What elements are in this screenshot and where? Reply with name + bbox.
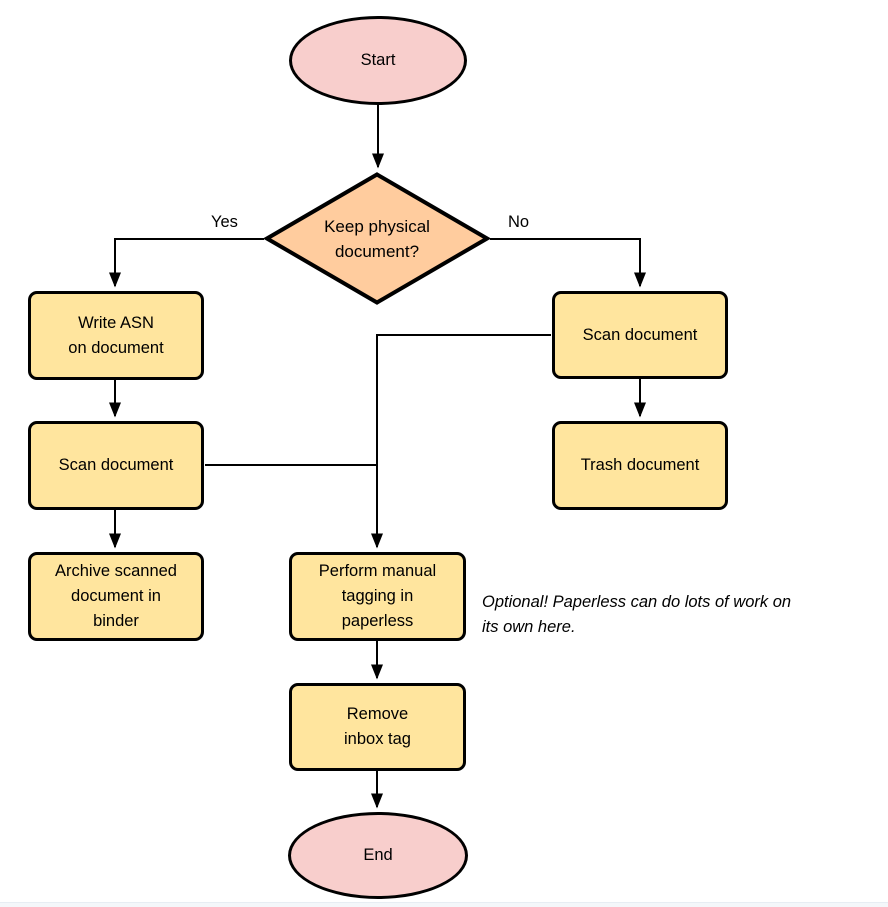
node-archive-scanned-document: Archive scanned document in binder [28,552,204,641]
decision-label: Keep physical document? [324,216,430,261]
node-trash-document: Trash document [552,421,728,510]
node-remove-inbox-tag: Remove inbox tag [289,683,466,771]
edge-decision-no-to-scan-right [490,238,646,288]
node-scan-document-left: Scan document [28,421,204,510]
bottom-strip [0,902,888,907]
decision-diamond-shape [264,172,490,305]
node-perform-manual-tagging: Perform manual tagging in paperless [289,552,466,641]
node-decision-keep-physical-document: Keep physical document? [264,172,490,305]
node-start: Start [289,16,467,105]
edge-scan-right-to-tagging [371,334,551,549]
edge-decision-yes-to-write-asn [109,238,264,288]
edge-label-yes: Yes [211,213,238,231]
edge-label-no: No [508,213,530,231]
optional-note: Optional! Paperless can do lots of work … [482,593,792,636]
node-end: End [288,812,468,899]
node-scan-document-right: Scan document [552,291,728,379]
node-write-asn-on-document: Write ASN on document [28,291,204,380]
